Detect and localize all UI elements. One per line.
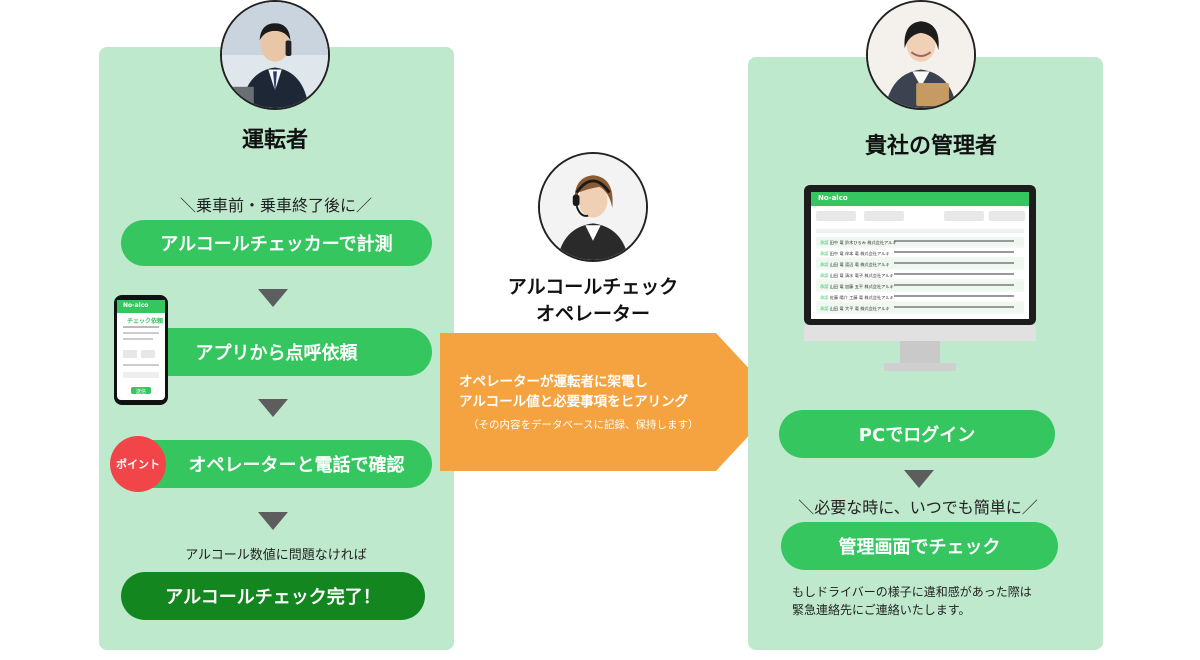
dashboard-screen <box>804 185 1036 371</box>
manager-photo-icon <box>868 2 974 108</box>
pc-login-step: PCでログイン <box>779 410 1055 458</box>
emergency-note: もしドライバーの様子に違和感があった際は 緊急連絡先にご連絡いたします。 <box>792 583 1082 619</box>
table-row: 承認 田中 竜 岸本 竜 株式会社アルキ <box>820 248 900 259</box>
table-row: 承認 山田 竜 加藤 五平 株式会社アルキ <box>820 281 900 292</box>
check-complete-step: アルコールチェック完了！ <box>121 572 425 620</box>
measure-step: アルコールチェッカーで計測 <box>121 220 432 266</box>
company-cell: 株式会社アルキ <box>864 273 894 278</box>
status-cell: 承認 <box>820 273 829 278</box>
operator-title-line1: アルコールチェック <box>507 276 679 298</box>
emergency-note-line1: もしドライバーの様子に違和感があった際は <box>792 585 1032 599</box>
monitor-mockup: No-alco 承認 田中 竜 鈴木ひろみ 株式会社アルキ 承認 田中 竜 岸本… <box>804 185 1036 375</box>
emergency-note-line2: 緊急連絡先にご連絡いたします。 <box>792 603 971 617</box>
operator-title: アルコールチェック オペレーター <box>488 274 698 328</box>
table-row: 承認 佐藤 陽介 工藤 竜 株式会社アルキ <box>820 292 900 303</box>
down-arrow <box>258 399 288 417</box>
headset-operator-icon <box>540 154 646 260</box>
flow-arrow <box>440 333 780 471</box>
app-request-step: アプリから点呼依頼 <box>121 328 432 376</box>
condition-caption: アルコール数値に問題なければ <box>185 548 367 563</box>
arrow-line1: オペレーターが運転者に架電し <box>459 374 648 390</box>
company-cell: 株式会社アルキ <box>867 240 897 245</box>
name-cell: 佐藤 陽介 <box>829 295 848 300</box>
table-row: 承認 山田 竜 渡辺 竜 株式会社アルキ <box>820 259 900 270</box>
phone-screen-title: チェック依頼 <box>127 318 164 325</box>
table-row: 承認 山田 竜 清水 竜子 株式会社アルキ <box>820 270 900 281</box>
dashboard-logo: No-alco <box>818 194 848 202</box>
company-cell: 株式会社アルキ <box>860 262 890 267</box>
table-row: 承認 山田 竜 大平 竜 株式会社アルキ <box>820 303 900 314</box>
name-cell: 山田 竜 <box>829 284 844 289</box>
down-arrow <box>904 470 934 488</box>
manager-title: 貴社の管理者 <box>864 134 997 159</box>
name-cell: 田中 竜 <box>829 240 844 245</box>
driver-title: 運転者 <box>241 128 308 153</box>
driver-photo-icon <box>222 2 328 108</box>
driver-avatar <box>220 0 330 110</box>
manager-avatar <box>866 0 976 110</box>
name-cell: 山田 竜 <box>829 306 844 311</box>
dashboard-check-step: 管理画面でチェック <box>781 522 1058 570</box>
operator-avatar <box>538 152 648 262</box>
status-cell: 承認 <box>820 306 829 311</box>
phone-send-button: 送信 <box>136 389 147 395</box>
status-cell: 承認 <box>820 240 829 245</box>
company-cell: 株式会社アルキ <box>860 251 890 256</box>
phone-logo: No-alco <box>123 302 149 309</box>
operator-call-label: オペレーターと電話で確認 <box>188 455 405 476</box>
driver-timing-caption: ＼乗車前・乗車終了後に／ <box>179 196 372 215</box>
driver-cell: 鈴木ひろみ <box>844 240 866 245</box>
status-cell: 承認 <box>820 262 829 267</box>
point-badge: ポイント <box>110 436 166 492</box>
down-arrow <box>258 289 288 307</box>
driver-cell: 岸本 竜 <box>844 251 859 256</box>
arrow-note: （その内容をデータベースに記録、保持します） <box>468 419 699 431</box>
status-cell: 承認 <box>820 295 829 300</box>
name-cell: 山田 竜 <box>829 262 844 267</box>
driver-cell: 工藤 竜 <box>849 295 864 300</box>
down-arrow <box>258 512 288 530</box>
company-cell: 株式会社アルキ <box>864 284 894 289</box>
driver-cell: 大平 竜 <box>844 306 859 311</box>
driver-cell: 加藤 五平 <box>844 284 864 289</box>
company-cell: 株式会社アルキ <box>860 306 890 311</box>
operator-call-step: オペレーターと電話で確認 <box>121 440 432 488</box>
operator-title-line2: オペレーター <box>535 303 650 325</box>
name-cell: 田中 竜 <box>829 251 844 256</box>
arrow-line2: アルコール値と必要事項をヒアリング <box>459 394 689 410</box>
arrow-text: オペレーターが運転者に架電し アルコール値と必要事項をヒアリング <box>459 372 688 412</box>
company-cell: 株式会社アルキ <box>864 295 894 300</box>
dashboard-table: 承認 田中 竜 鈴木ひろみ 株式会社アルキ 承認 田中 竜 岸本 竜 株式会社ア… <box>820 237 900 314</box>
status-cell: 承認 <box>820 251 829 256</box>
name-cell: 山田 竜 <box>829 273 844 278</box>
table-row: 承認 田中 竜 鈴木ひろみ 株式会社アルキ <box>820 237 900 248</box>
manager-timing-caption: ＼必要な時に、いつでも簡単に／ <box>798 498 1038 517</box>
phone-mockup: No-alco チェック依頼 送信 <box>113 294 169 406</box>
driver-cell: 清水 竜子 <box>844 273 864 278</box>
status-cell: 承認 <box>820 284 829 289</box>
driver-cell: 渡辺 竜 <box>844 262 859 267</box>
app-request-label: アプリから点呼依頼 <box>195 343 358 364</box>
